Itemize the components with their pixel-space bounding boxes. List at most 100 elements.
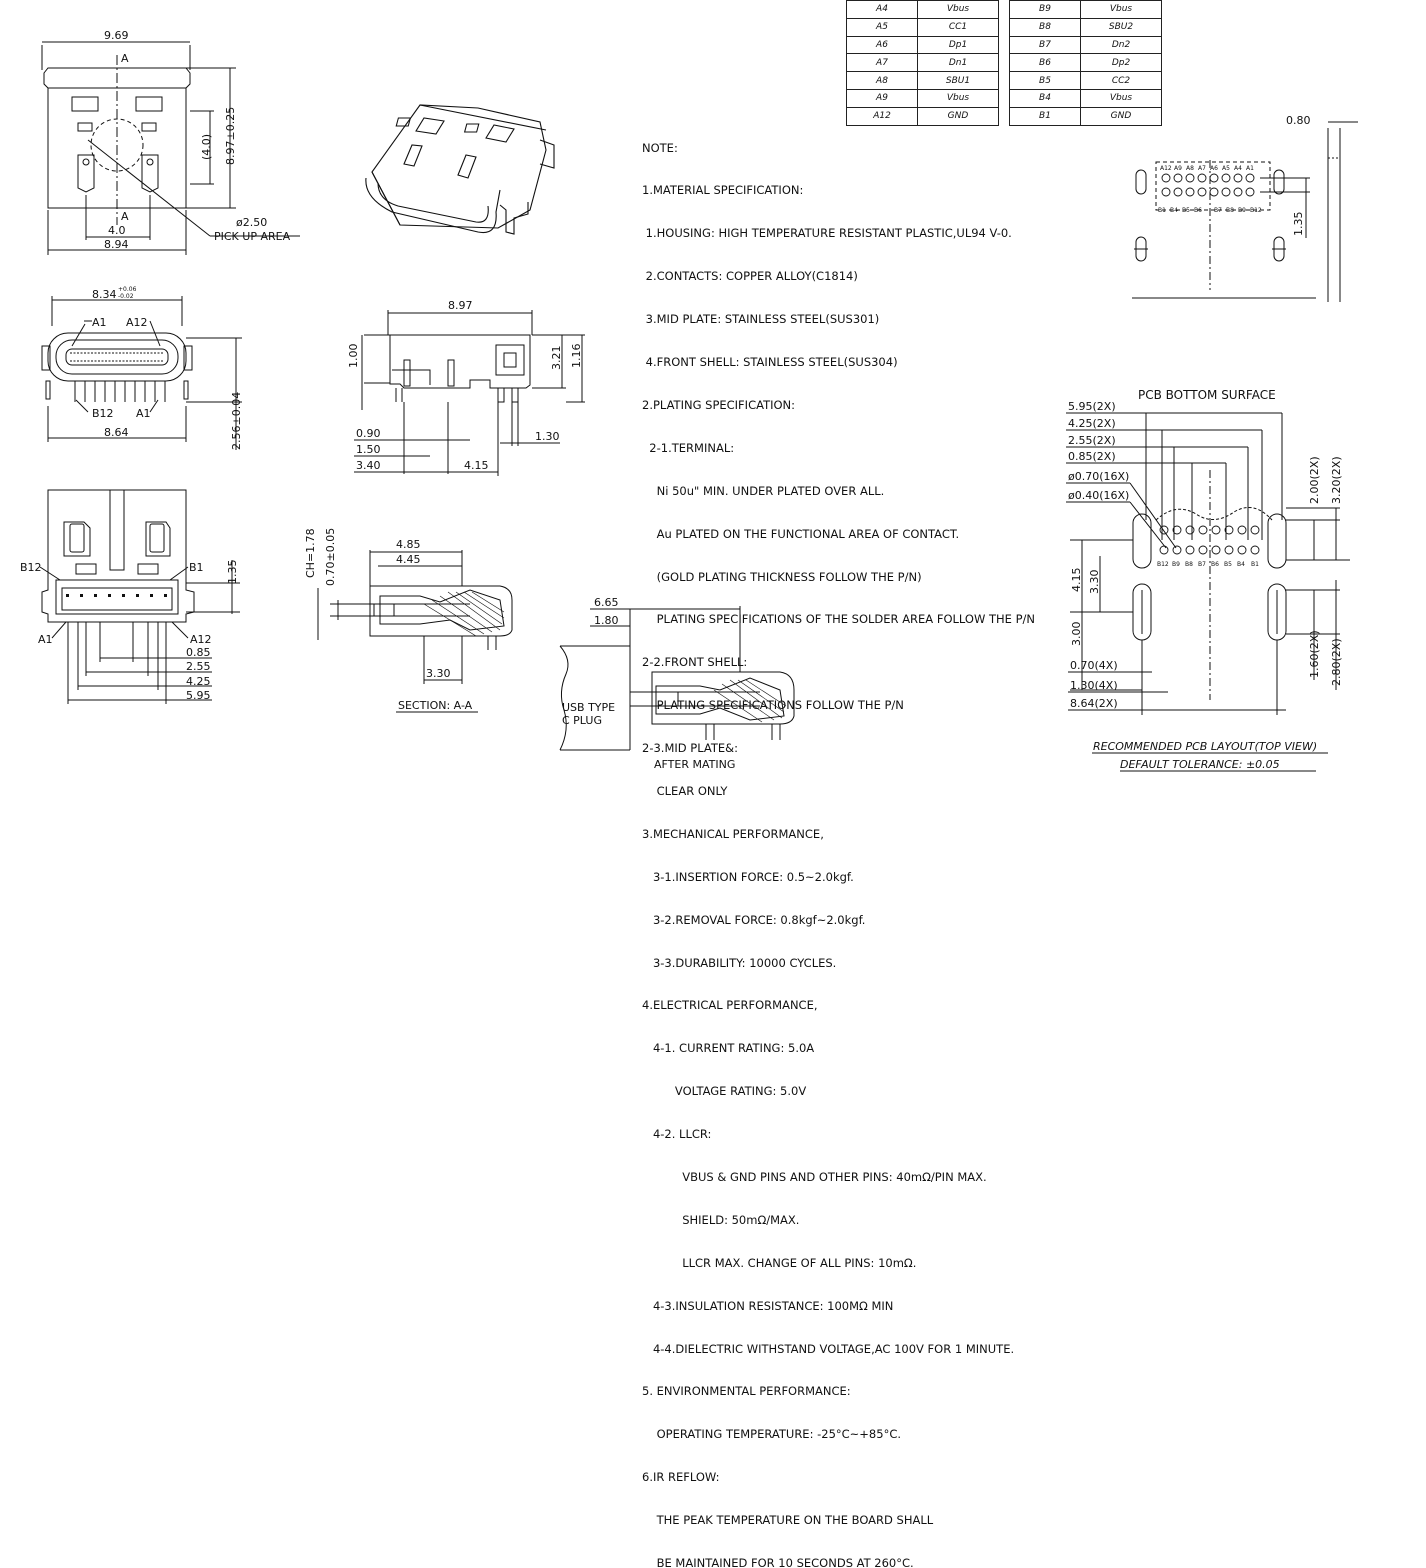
pcb-caption: RECOMMENDED PCB LAYOUT(TOP VIEW) <box>1093 740 1317 753</box>
pin-cell: A5 <box>846 17 918 37</box>
note-line: 4-3.INSULATION RESISTANCE: 100MΩ MIN <box>642 1298 894 1313</box>
dim-pcb-280: 2.80(2X) <box>1330 638 1343 686</box>
section-caption: SECTION: A-A <box>398 699 473 712</box>
label-a1-bottom-view: A1 <box>38 633 53 646</box>
note-line: SHIELD: 50mΩ/MAX. <box>642 1212 800 1227</box>
pcb-pin-b8: B8 <box>1185 561 1193 568</box>
signal-cell: Vbus <box>917 88 999 108</box>
dim-sec-330: 3.30 <box>426 667 451 680</box>
pcb-top-view: 0.80 A12 A9 A8 A7 A6 A5 A4 A1 B1 B4 B5 B… <box>1132 114 1358 302</box>
dim-pcb-330: 3.30 <box>1088 570 1101 595</box>
dim-pcb-d070: ø0.70(16X) <box>1068 470 1129 483</box>
pcbtop-pin-b12: B12 <box>1250 207 1262 214</box>
dim-pcb-864: 8.64(2X) <box>1070 697 1118 710</box>
cut-mark-a-top: A <box>121 52 129 65</box>
dim-bottom-425: 4.25 <box>186 675 211 688</box>
pin-cell: B5 <box>1009 71 1081 90</box>
dim-pcb-425: 4.25(2X) <box>1068 417 1116 430</box>
note-line: 6.IR REFLOW: <box>642 1470 720 1485</box>
note-line: (GOLD PLATING THICKNESS FOLLOW THE P/N) <box>642 569 922 584</box>
section-view: CH=1.78 0.70±0.05 4.85 4.45 3.30 SECTION… <box>304 528 513 713</box>
table-gap <box>998 36 1010 54</box>
note-line: NOTE: <box>642 140 678 155</box>
dim-pcb-200: 2.00(2X) <box>1308 456 1321 504</box>
note-line: 1.MATERIAL SPECIFICATION: <box>642 183 804 198</box>
note-line: Au PLATED ON THE FUNCTIONAL AREA OF CONT… <box>642 526 960 541</box>
note-line: 3-2.REMOVAL FORCE: 0.8kgf~2.0kgf. <box>642 912 866 927</box>
table-gap <box>998 89 1010 108</box>
top-view: 9.69 A A 8.97±0.25 (4.0) ø2.50 PICK UP A… <box>41 29 300 255</box>
pcbtop-pin-a4: A4 <box>1234 165 1242 172</box>
pcbtop-pin-b8: B8 <box>1226 207 1234 214</box>
note-line: 2.CONTACTS: COPPER ALLOY(C1814) <box>642 269 858 284</box>
pcb-pin-b9: B9 <box>1172 561 1180 568</box>
table-gap <box>998 18 1010 37</box>
note-line: THE PEAK TEMPERATURE ON THE BOARD SHALL <box>642 1513 934 1528</box>
signal-cell: Vbus <box>1080 0 1162 19</box>
signal-cell: GND <box>1080 106 1162 126</box>
pcbtop-pin-a9: A9 <box>1174 165 1182 172</box>
signal-cell: CC2 <box>1080 71 1162 90</box>
pin-cell: A4 <box>846 0 918 19</box>
pcb-pin-b12: B12 <box>1157 561 1169 568</box>
pin-cell: B9 <box>1009 0 1081 19</box>
mating-caption: AFTER MATING <box>654 758 735 771</box>
note-line: 2-3.MID PLATE&: <box>642 741 738 756</box>
table-gap <box>998 53 1010 72</box>
pin-cell: A9 <box>846 88 918 108</box>
note-line: PLATING SPECIFICATIONS FOLLOW THE P/N <box>642 698 904 713</box>
signal-cell: Vbus <box>917 0 999 19</box>
front-view: 8.34 +0.06 -0.02 A1 A12 B12 A1 8.64 2.56… <box>41 286 243 450</box>
note-line: 3-1.INSERTION FORCE: 0.5~2.0kgf. <box>642 869 854 884</box>
pcb-pin-b7: B7 <box>1198 561 1206 568</box>
note-line: 4-2. LLCR: <box>642 1127 712 1142</box>
dim-t: 0.70±0.05 <box>324 528 337 586</box>
note-line: 4-1. CURRENT RATING: 5.0A <box>642 1041 815 1056</box>
dim-sec-445: 4.45 <box>396 553 421 566</box>
dim-span: 8.94 <box>104 238 129 251</box>
pin-cell: B4 <box>1009 88 1081 108</box>
dim-pcb-160: 1.60(2X) <box>1308 630 1321 678</box>
dim-bottom-085: 0.85 <box>186 646 211 659</box>
pin-cell: B8 <box>1009 17 1081 37</box>
dim-side-100: 1.00 <box>347 344 360 369</box>
pcbtop-pin-a1: A1 <box>1246 165 1254 172</box>
pcb-bottom-view: PCB BOTTOM SURFACE 5.95(2X) 4.25(2X) 2.5… <box>1066 388 1350 772</box>
cut-mark-a-bottom: A <box>121 210 129 223</box>
pin-cell: B6 <box>1009 53 1081 73</box>
plug-label-1: USB TYPE <box>562 701 615 714</box>
note-line: 3.MID PLATE: STAINLESS STEEL(SUS301) <box>642 312 880 327</box>
dim-side-415: 4.15 <box>464 459 489 472</box>
pin-cell: A7 <box>846 53 918 73</box>
table-gap <box>998 0 1010 19</box>
dim-pcb-595: 5.95(2X) <box>1068 400 1116 413</box>
signal-cell: Dn2 <box>1080 35 1162 55</box>
note-line: 4.FRONT SHELL: STAINLESS STEEL(SUS304) <box>642 355 898 370</box>
note-line: 4.ELECTRICAL PERFORMANCE, <box>642 998 818 1013</box>
dim-pitch: 4.0 <box>108 224 126 237</box>
pin-cell: A6 <box>846 35 918 55</box>
dim-pcb-300: 3.00 <box>1070 622 1083 647</box>
signal-cell: Dn1 <box>917 53 999 73</box>
note-line: PLATING SPECIFICATIONS OF THE SOLDER ARE… <box>642 612 1035 627</box>
dim-mate-665: 6.65 <box>594 596 619 609</box>
note-line: 3-3.DURABILITY: 10000 CYCLES. <box>642 955 837 970</box>
pcbtop-pin-a7: A7 <box>1198 165 1206 172</box>
pcbtop-pin-b7: B7 <box>1214 207 1222 214</box>
note-line: BE MAINTAINED FOR 10 SECONDS AT 260°C. <box>642 1555 914 1568</box>
dim-top-inner: (4.0) <box>200 134 213 160</box>
note-line: 5. ENVIRONMENTAL PERFORMANCE: <box>642 1384 851 1399</box>
label-a12-top: A12 <box>126 316 148 329</box>
note-line: 3.MECHANICAL PERFORMANCE, <box>642 826 824 841</box>
dim-side-090: 0.90 <box>356 427 381 440</box>
note-line: 2-1.TERMINAL: <box>642 440 735 455</box>
label-a1-bottom: A1 <box>136 407 151 420</box>
pcbtop-pin-a6: A6 <box>1210 165 1218 172</box>
dim-front-width: 8.34 <box>92 288 117 301</box>
pcbtop-pin-b4: B4 <box>1170 207 1178 214</box>
pcb-pin-b6: B6 <box>1211 561 1219 568</box>
dim-side-116: 1.16 <box>570 344 583 369</box>
signal-cell: Dp2 <box>1080 53 1162 73</box>
